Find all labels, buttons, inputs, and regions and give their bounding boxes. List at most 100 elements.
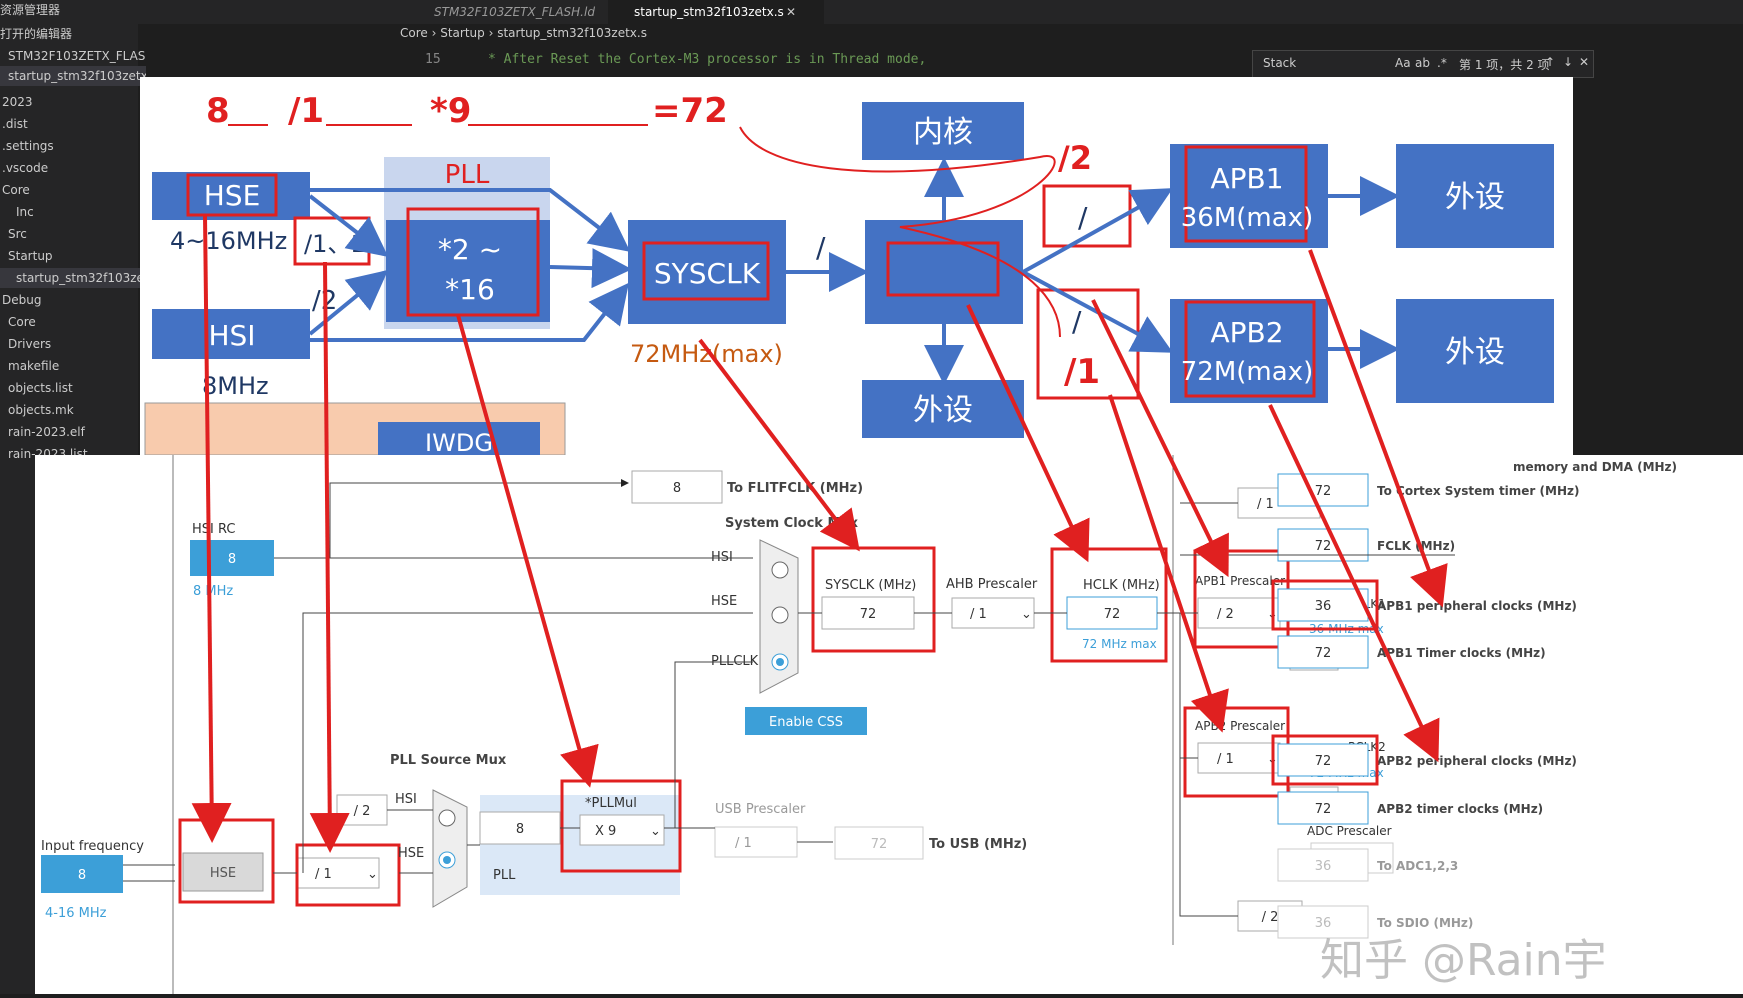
input-frequency-value: 8 [78,868,86,883]
file-item[interactable]: startup_stm32f103zetx.s [0,268,154,288]
core-label: 内核 [913,115,973,150]
hsi-rc-value: 8 [228,552,236,567]
hsi-block [152,309,310,359]
hse-prescaler-select[interactable] [296,857,380,889]
folder-item[interactable]: 2023 [2,95,33,109]
usb-output-value: 72 [871,837,888,852]
ahb-prescaler-value: / 1 [970,607,987,622]
breadcrumb-item[interactable]: startup_stm32f103zetx.s [497,26,647,40]
folder-item[interactable]: Debug [2,293,42,307]
whole-word-toggle[interactable]: ab [1415,56,1430,70]
pll-mux-hsi-radio[interactable] [438,809,456,827]
apb2-prescaler-label: APB2 Prescaler [1195,719,1285,733]
system-clock-mux-label: System Clock Mux [725,516,859,531]
output-label: FCLK (MHz) [1377,539,1455,553]
pll-input-value: 8 [516,822,524,837]
ahb-prescaler-label: AHB Prescaler [946,577,1038,592]
folder-item[interactable]: Core [2,183,30,197]
apb2-divider-value: /1 [1064,352,1100,392]
close-icon[interactable]: ✕ [1579,55,1590,69]
output-label: To Cortex System timer (MHz) [1377,484,1579,498]
output-value: 36 [1315,916,1332,931]
folder-item[interactable]: .settings [2,139,54,153]
chevron-down-icon: ⌄ [650,824,661,839]
code-line[interactable]: * After Reset the Cortex-M3 processor is… [488,52,927,67]
memory-dma-label: memory and DMA (MHz) [1513,460,1677,474]
hsi-freq: 8MHz [202,372,269,400]
tab-startup-s[interactable]: startup_stm32f103zetx.s [608,0,824,24]
file-item[interactable]: makefile [8,359,60,373]
apb1-prescaler-value: / 2 [1217,607,1234,622]
output-value: 36 [1315,859,1332,874]
folder-item[interactable]: Inc [16,205,34,219]
output-label: To ADC1,2,3 [1377,859,1458,873]
folder-item[interactable]: Startup [8,249,53,263]
arrow-up-icon[interactable]: ↑ [1545,55,1556,69]
folder-item[interactable]: Drivers [8,337,52,351]
apb2-block [1170,299,1328,403]
output-field [1277,905,1369,939]
file-item[interactable]: startup_stm32f103zetx.s [0,66,146,86]
output-value: 72 [1315,802,1332,817]
file-item[interactable]: objects.list [8,381,73,395]
line-number: 15 [425,52,441,67]
sysclk-label: SYSCLK (MHz) [825,578,916,593]
breadcrumb: Core › Startup › startup_stm32f103zetx.s [400,26,647,40]
breadcrumb-item[interactable]: Startup [440,26,485,40]
output-label: To SDIO (MHz) [1377,916,1473,930]
output-label: APB1 Timer clocks (MHz) [1377,646,1546,660]
file-item[interactable]: rain-2023.elf [8,425,85,439]
input-frequency-field[interactable] [41,855,123,893]
pll-mux-hsi: HSI [395,792,417,807]
input-frequency-label: Input frequency [41,839,144,854]
apb1-label: APB1 [1210,162,1283,195]
arrow-down-icon[interactable]: ↓ [1563,55,1574,69]
apb1-block [1170,144,1328,248]
close-icon[interactable]: ✕ [786,5,797,19]
enable-css-label: Enable CSS [769,715,843,730]
apb2-prescaler-select[interactable] [1197,742,1281,774]
hse-source-label: HSE [210,866,236,881]
hse-block [152,172,310,220]
hclk-value: 72 [1104,607,1121,622]
output-field [1277,848,1369,882]
usb-prescaler-value: / 1 [735,836,752,851]
regex-toggle[interactable]: .* [1437,56,1447,70]
folder-item[interactable]: .dist [2,117,28,131]
file-item[interactable]: STM32F103ZETX_FLASH.ld [8,49,146,63]
sdio-divider-value: / 2 [1262,910,1279,925]
folder-item[interactable]: Src [8,227,27,241]
flitfclk-value: 8 [673,481,681,496]
output-value: 36 [1315,599,1332,614]
hsi-label: HSI [208,319,255,352]
pllmul-select[interactable] [579,814,665,846]
file-item[interactable]: objects.mk [8,403,74,417]
formula-mul: *9 [430,91,471,131]
folder-item[interactable]: Core [8,315,36,329]
hsi-div2-value: / 2 [354,804,371,819]
pll-block [386,220,550,322]
sys-mux-hse-radio[interactable] [771,606,789,624]
tab-flash-ld[interactable]: STM32F103ZETX_FLASH.ld [434,5,595,19]
breadcrumb-item[interactable]: Core [400,26,428,40]
usb-output-label: To USB (MHz) [929,837,1027,852]
apb2-divider-symbol: / [1072,305,1082,338]
minimap[interactable] [1690,44,1743,464]
pll-title: PLL [445,160,490,190]
usb-prescaler-select[interactable] [714,826,798,858]
formula-div: /1 [288,91,324,131]
sys-mux-hsi-radio[interactable] [771,561,789,579]
folder-item[interactable]: .vscode [2,161,49,175]
open-editors-section[interactable]: 打开的编辑器 [0,27,73,41]
hclk-max: 72 MHz max [1082,637,1157,651]
pllmul-value: X 9 [595,824,616,839]
chevron-down-icon: ⌄ [1021,607,1032,622]
find-input[interactable]: Stack [1263,56,1297,70]
pll-mux-hse: HSE [398,846,424,861]
enable-css-button[interactable] [745,707,867,735]
hse-source-box[interactable] [182,852,264,892]
match-case-toggle[interactable]: Aa [1395,56,1411,70]
cortex-timer-prescaler-value: / 1 [1257,497,1274,512]
find-widget: Stack Aa ab .* 第 1 项，共 2 项 ↑ ↓ ✕ [1252,50,1594,78]
hse-range: 4~16MHz [170,227,287,255]
